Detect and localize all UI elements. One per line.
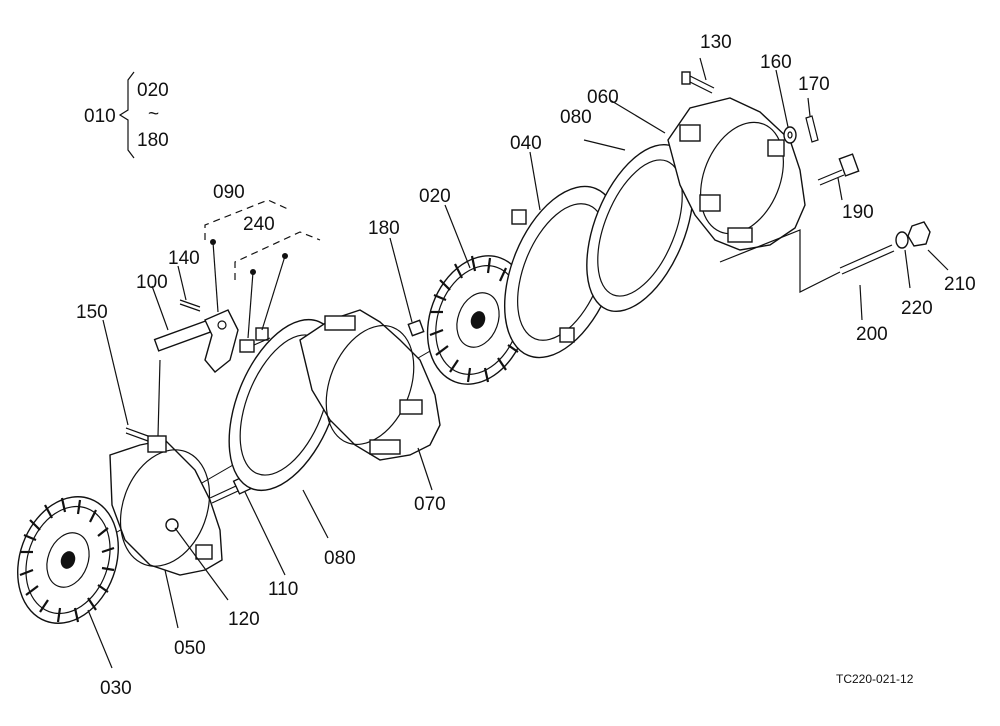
washer-220 [895,231,909,249]
bolt-240 [239,327,271,353]
cover-060 [667,97,806,251]
label-200: 200 [856,324,888,345]
label-190: 190 [842,202,874,223]
label-range-tilde: ~ [148,104,159,125]
cotter-pin-170 [805,115,819,143]
label-210: 210 [944,274,976,295]
group-leaders [204,199,321,339]
pin-150 [125,427,149,442]
label-030: 030 [100,678,132,699]
label-240: 240 [243,214,275,235]
label-170: 170 [798,74,830,95]
label-110: 110 [268,579,298,600]
label-050: 050 [174,638,206,659]
ring-080-right [586,143,694,313]
drawing-code: TC220-021-12 [836,672,914,686]
clutch-disc-020 [426,255,530,385]
label-140: 140 [168,248,200,269]
clutch-disc-030 [17,496,119,624]
label-080-right: 080 [560,107,592,128]
label-080-left: 080 [324,548,356,569]
label-220: 220 [901,298,933,319]
spacer-180 [407,319,425,337]
label-040: 040 [510,133,542,154]
label-180-range-end: 180 [137,130,169,151]
washer-160 [783,126,797,144]
nut-210 [907,221,931,247]
bolt-190 [817,153,860,186]
label-010: 010 [84,106,116,127]
label-100: 100 [136,272,168,293]
center-plate-070 [299,309,441,461]
bolt-130 [681,71,715,94]
label-020-range-start: 020 [137,80,169,101]
pressure-plate-050 [109,435,223,576]
leader-lines [87,57,949,669]
label-060: 060 [587,87,619,108]
label-070: 070 [414,494,446,515]
label-150: 150 [76,302,108,323]
label-120: 120 [228,609,260,630]
label-160: 160 [760,52,792,73]
label-180: 180 [368,218,400,239]
lever-090 [153,299,239,373]
label-020: 020 [419,186,451,207]
stud-200 [839,244,895,275]
label-130: 130 [700,32,732,53]
label-090: 090 [213,182,245,203]
